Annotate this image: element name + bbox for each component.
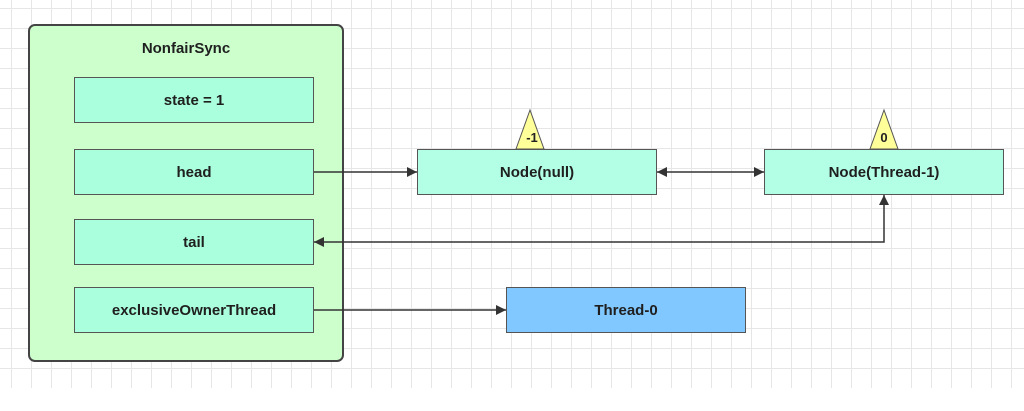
arrow-tail-to-node-thread-1	[314, 195, 889, 247]
node-thread-1: Node(Thread-1)	[764, 149, 1004, 195]
wait-status-label-node-thread-1: 0	[880, 130, 888, 145]
nonfairsync-title: NonfairSync	[141, 40, 231, 57]
node-null: Node(null)	[417, 149, 657, 195]
wait-status-triangle-node-thread-1	[869, 108, 899, 150]
field-head: head	[74, 149, 314, 195]
field-state: state = 1	[74, 77, 314, 123]
field-exclusive-owner-thread: exclusiveOwnerThread	[74, 287, 314, 333]
wait-status-triangle-node-null	[515, 108, 545, 150]
thread-0-box: Thread-0	[506, 287, 746, 333]
wait-status-label-node-null: -1	[526, 130, 538, 145]
field-tail: tail	[74, 219, 314, 265]
